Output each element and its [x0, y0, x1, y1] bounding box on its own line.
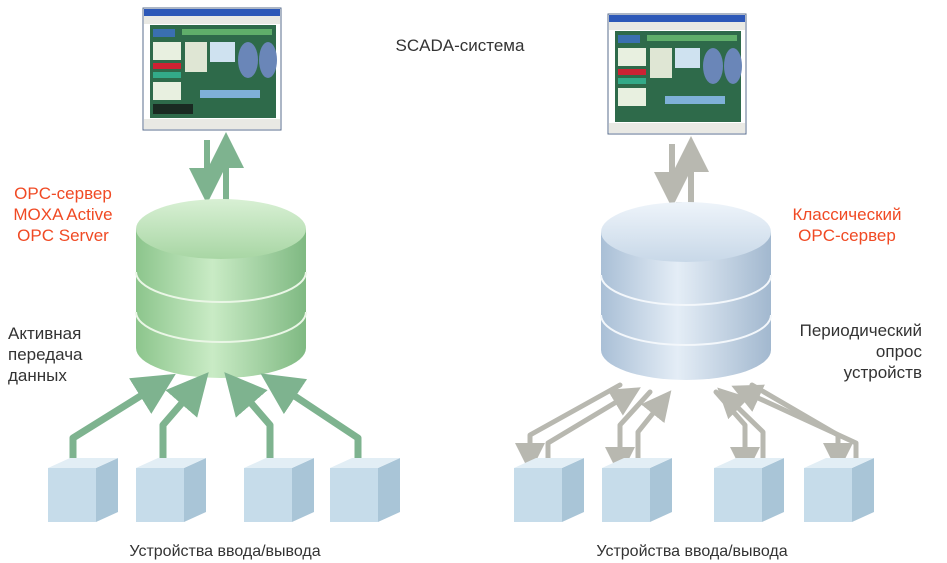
device-cube-icon	[714, 458, 784, 522]
page-title: SCADA-система	[395, 36, 525, 55]
device-cube-icon	[602, 458, 672, 522]
left-mode-label: Активная передача данных	[8, 323, 118, 386]
left-device-arrows	[69, 372, 362, 462]
right-devices-label: Устройства ввода/вывода	[596, 543, 788, 560]
right-mode-label-line-1: Периодический	[799, 321, 922, 340]
right-server-label-line-2: OPC-сервер	[798, 226, 896, 245]
device-cube-icon	[330, 458, 400, 522]
right-mode-label-line-2: опрос	[875, 342, 922, 361]
device-cube-icon	[804, 458, 874, 522]
right-device-arrows	[515, 382, 859, 477]
right-screen-server-arrows	[654, 136, 709, 210]
left-server-label: OPC-сервер MOXA Active OPC Server	[0, 183, 126, 246]
device-cube-icon	[136, 458, 206, 522]
scada-screen-right	[607, 13, 747, 135]
left-mode-label-line-1: Активная	[8, 324, 82, 343]
server-cylinder-right	[600, 202, 772, 380]
left-server-label-line-2: MOXA Active	[13, 205, 113, 224]
left-mode-label-line-2: передача	[8, 345, 83, 364]
server-cylinder-left	[135, 199, 307, 378]
scada-screen-left	[142, 7, 282, 131]
device-cube-icon	[244, 458, 314, 522]
right-server-label: Классический OPC-сервер	[772, 204, 922, 246]
right-mode-label-line-3: устройств	[843, 363, 922, 382]
left-server-label-line-3: OPC Server	[17, 226, 109, 245]
device-cubes	[48, 458, 874, 522]
device-cube-icon	[514, 458, 584, 522]
right-mode-label: Периодический опрос устройств	[770, 320, 922, 383]
left-screen-server-arrows	[189, 132, 244, 208]
left-mode-label-line-3: данных	[8, 366, 67, 385]
device-cube-icon	[48, 458, 118, 522]
right-server-label-line-1: Классический	[792, 205, 902, 224]
left-devices-label: Устройства ввода/вывода	[129, 543, 321, 560]
left-server-label-line-1: OPC-сервер	[14, 184, 112, 203]
